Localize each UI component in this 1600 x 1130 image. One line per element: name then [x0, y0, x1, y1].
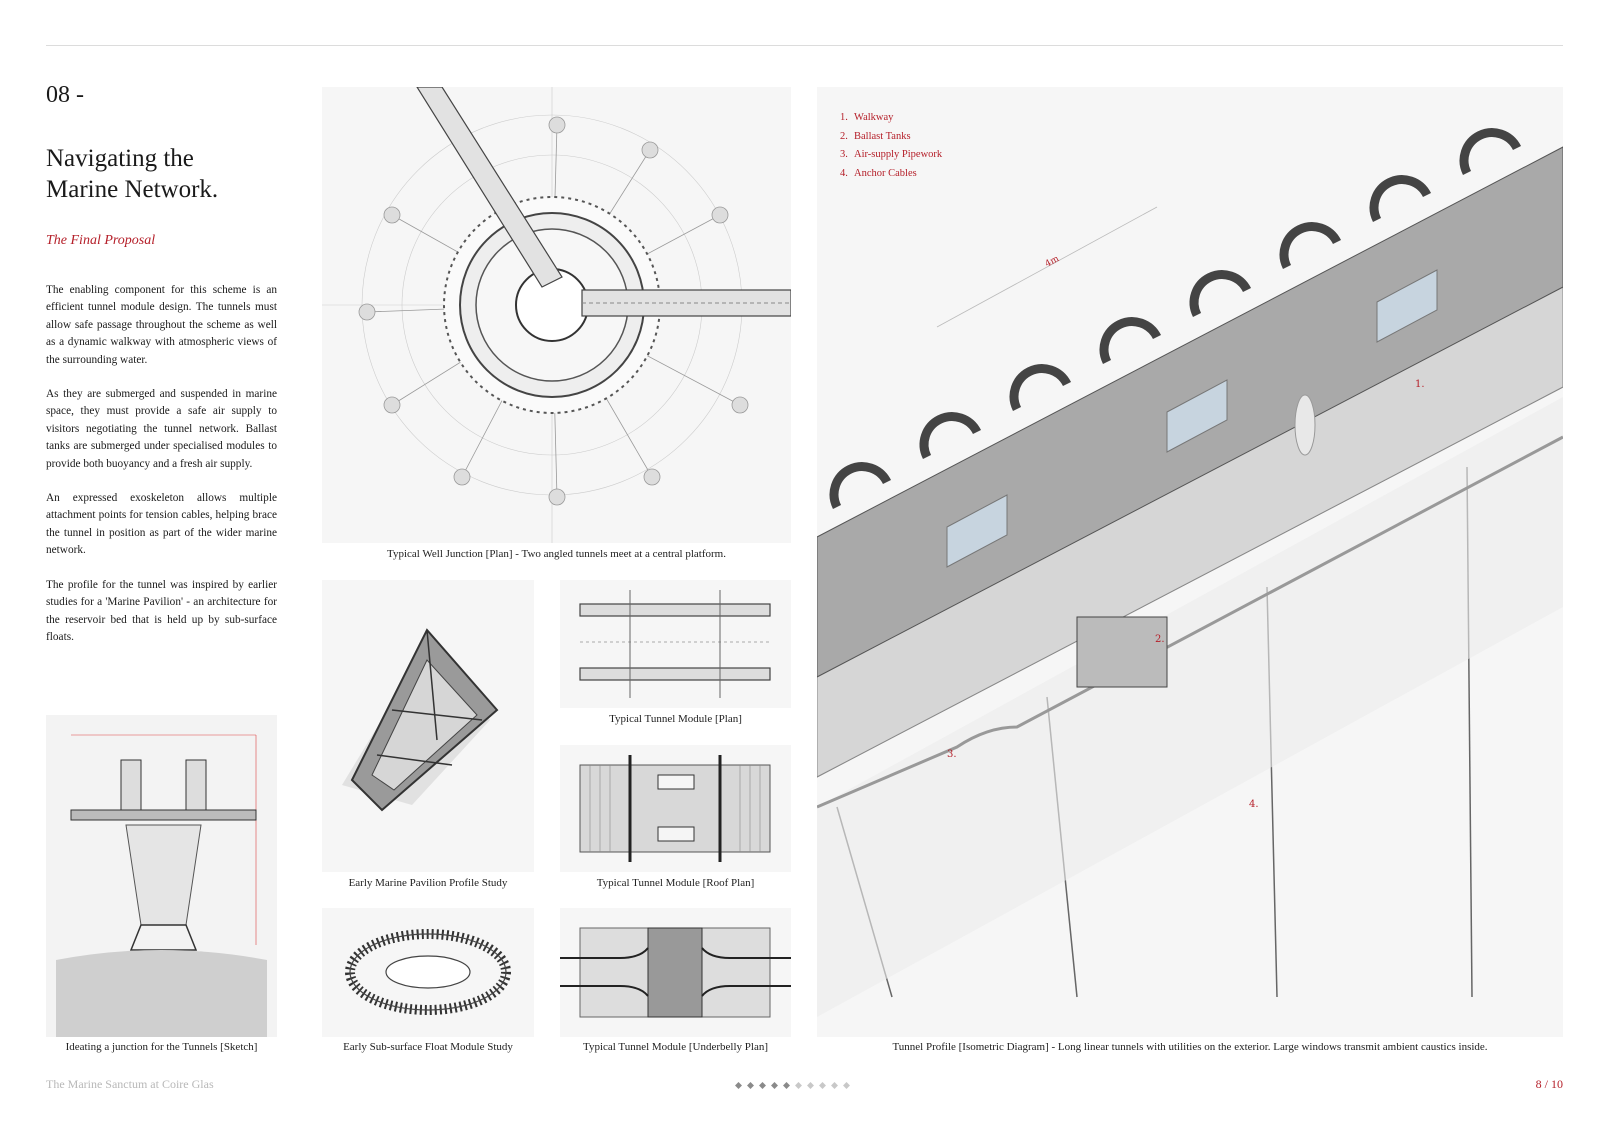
- tag-walkway: 1.: [1415, 379, 1425, 390]
- junction-sketch-image: [46, 715, 277, 1037]
- tag-ballast-tanks: 2.: [1155, 634, 1165, 645]
- paragraph: As they are submerged and suspended in m…: [46, 388, 277, 470]
- float-module-image: [322, 908, 534, 1037]
- title-line-1: Navigating the: [46, 145, 194, 172]
- iso-legend: 1.Walkway 2.Ballast Tanks 3.Air-supply P…: [840, 109, 942, 183]
- page-dot[interactable]: [747, 1082, 754, 1089]
- pavilion-caption: Early Marine Pavilion Profile Study: [348, 877, 508, 889]
- legend-item: 2.Ballast Tanks: [840, 130, 911, 142]
- footer-project-title: The Marine Sanctum at Coire Glas: [46, 1077, 214, 1091]
- underbelly-caption: Typical Tunnel Module [Underbelly Plan]: [583, 1041, 768, 1053]
- dimension-label: 4m: [1044, 254, 1062, 270]
- sketch-caption: Ideating a junction for the Tunnels [Ske…: [65, 1041, 258, 1053]
- legend-item: 4.Anchor Cables: [840, 167, 917, 179]
- well-junction-plan-image: [322, 87, 791, 543]
- legend-item: 1.Walkway: [840, 112, 894, 123]
- page-dot[interactable]: [795, 1082, 802, 1089]
- underbelly-plan-image: [560, 908, 791, 1037]
- paragraph: The profile for the tunnel was inspired …: [46, 578, 277, 643]
- body-text: The enabling component for this scheme i…: [46, 282, 277, 663]
- tag-anchor-cables: 4.: [1249, 799, 1259, 810]
- legend-item: 3.Air-supply Pipework: [840, 149, 943, 160]
- paragraph: An expressed exoskeleton allows multiple…: [46, 492, 277, 557]
- section-number: 08 -: [46, 82, 84, 108]
- page-dot[interactable]: [771, 1082, 778, 1089]
- page-number: 8 / 10: [1535, 1077, 1563, 1091]
- page-indicator-dots[interactable]: [735, 1082, 850, 1089]
- page-dot[interactable]: [735, 1082, 742, 1089]
- paragraph: The enabling component for this scheme i…: [46, 284, 277, 366]
- subtitle: The Final Proposal: [46, 233, 156, 248]
- tag-pipework: 3.: [947, 749, 957, 760]
- page-dot[interactable]: [843, 1082, 850, 1089]
- title-line-2: Marine Network.: [46, 176, 219, 203]
- isometric-caption: Tunnel Profile [Isometric Diagram] - Lon…: [892, 1041, 1488, 1053]
- tunnel-isometric-image: 4m 1. 2. 3. 4.: [817, 87, 1563, 1037]
- top-rule: [46, 45, 1563, 46]
- page-dot[interactable]: [819, 1082, 826, 1089]
- page-dot[interactable]: [807, 1082, 814, 1089]
- page-dot[interactable]: [759, 1082, 766, 1089]
- well-junction-caption: Typical Well Junction [Plan] - Two angle…: [387, 548, 726, 560]
- page-title: Navigating the Marine Network.: [46, 143, 306, 205]
- roof-plan-image: [560, 745, 791, 872]
- float-caption: Early Sub-surface Float Module Study: [343, 1041, 513, 1053]
- page-dot[interactable]: [783, 1082, 790, 1089]
- roof-plan-caption: Typical Tunnel Module [Roof Plan]: [596, 877, 755, 889]
- tunnel-plan-caption: Typical Tunnel Module [Plan]: [609, 713, 742, 725]
- pavilion-profile-image: [322, 580, 534, 872]
- page-dot[interactable]: [831, 1082, 838, 1089]
- tunnel-plan-image: [560, 580, 791, 708]
